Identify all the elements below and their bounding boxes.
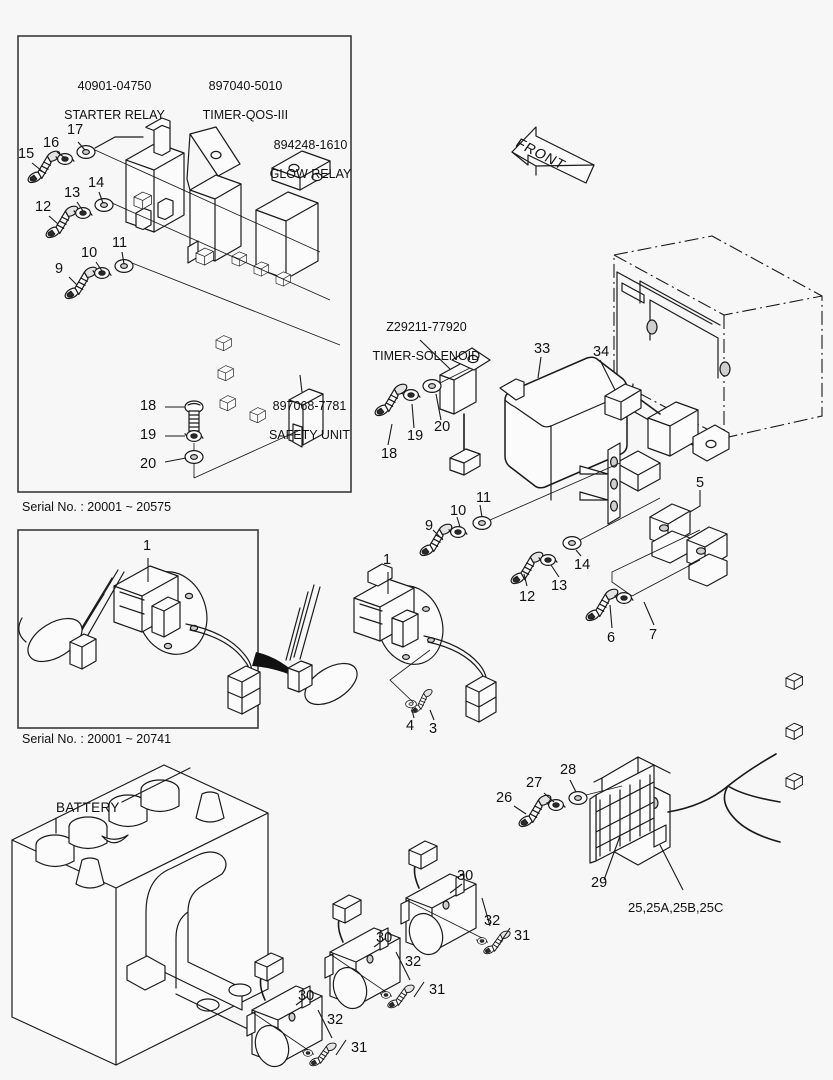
washer-28 <box>568 790 588 806</box>
callout-29: 29 <box>591 875 608 891</box>
callout-14: 14 <box>88 175 105 191</box>
timer-solenoid-name: TIMER-SOLENOID <box>372 349 481 364</box>
callout-13b: 13 <box>551 578 568 594</box>
fuse-box-art <box>589 756 671 866</box>
label-glow-relay: 894248-1610 GLOW RELAY <box>245 123 369 182</box>
callout-19b: 19 <box>407 428 424 444</box>
callout-32a: 32 <box>327 1012 344 1028</box>
serial-note-1: Serial No. : 20001 ~ 20575 <box>22 500 172 514</box>
callout-9: 9 <box>55 261 64 277</box>
callout-11b: 11 <box>476 490 492 506</box>
switch-assembly-3 <box>400 840 515 956</box>
callout-18b: 18 <box>381 446 398 462</box>
callout-31b: 31 <box>429 982 446 998</box>
washer-4 <box>405 699 417 709</box>
callout-27: 27 <box>526 775 543 791</box>
callout-10b: 10 <box>450 503 467 519</box>
washer-14b <box>562 535 582 551</box>
control-unit-art <box>499 356 730 525</box>
callout-32c: 32 <box>484 913 501 929</box>
timer-qos-name: TIMER-QOS-III <box>202 108 289 123</box>
callout-18a: 18 <box>140 398 157 414</box>
callout-4: 4 <box>406 718 415 734</box>
label-fuse-group: 25,25A,25B,25C <box>628 900 724 915</box>
washer-14 <box>94 198 114 212</box>
callout-13: 13 <box>64 185 81 201</box>
callout-14b: 14 <box>574 557 591 573</box>
callout-12b: 12 <box>519 589 536 605</box>
screw-18 <box>184 400 204 434</box>
callout-19a: 19 <box>140 427 157 443</box>
callout-33: 33 <box>534 341 551 357</box>
timer-solenoid-art <box>439 347 491 476</box>
callout-30a: 30 <box>298 988 315 1004</box>
label-timer-solenoid: Z29211-77920 TIMER-SOLENOID <box>359 305 487 364</box>
washer-17 <box>76 145 96 159</box>
washer-20b <box>422 379 442 393</box>
callout-1a: 1 <box>143 538 152 554</box>
safety-unit-name: SAFETY UNIT <box>268 428 350 443</box>
washer-11b <box>472 515 492 531</box>
starter-relay-art <box>125 117 185 233</box>
washer-20 <box>184 450 204 464</box>
grommet-upper <box>649 503 691 564</box>
callout-3: 3 <box>429 721 438 737</box>
callout-20b: 20 <box>434 419 451 435</box>
glow-relay-name: GLOW RELAY <box>269 167 352 182</box>
callout-9b: 9 <box>425 518 434 534</box>
callout-7: 7 <box>649 627 658 643</box>
callout-6: 6 <box>607 630 616 646</box>
callout-32b: 32 <box>405 954 422 970</box>
switch-assembly-1 <box>246 952 347 1068</box>
callout-11: 11 <box>112 235 128 251</box>
label-timer-qos: 897040-5010 TIMER-QOS-III <box>180 64 304 123</box>
mount-panel-phantom <box>613 235 823 457</box>
glow-relay-number: 894248-1610 <box>273 137 348 152</box>
label-starter-relay: 40901-04750 STARTER RELAY <box>48 64 174 123</box>
starter-relay-name: STARTER RELAY <box>64 108 165 123</box>
callout-34: 34 <box>593 344 610 360</box>
safety-unit-number: 897068-7781 <box>272 398 347 413</box>
bolt-9b <box>413 521 459 559</box>
callout-16: 16 <box>43 135 60 151</box>
callout-10: 10 <box>81 245 98 261</box>
callout-5: 5 <box>696 475 705 491</box>
grommet-lower <box>686 526 728 587</box>
glow-relay-art <box>255 150 331 280</box>
timer-solenoid-number: Z29211-77920 <box>386 319 467 334</box>
callout-31a: 31 <box>351 1040 368 1056</box>
bolt-6 <box>579 586 625 624</box>
bolt-12b <box>504 549 550 587</box>
callout-20a: 20 <box>140 456 157 472</box>
callout-30c: 30 <box>457 868 474 884</box>
callout-31c: 31 <box>514 928 531 944</box>
harness-art <box>667 672 803 843</box>
callout-1b: 1 <box>383 552 392 568</box>
starter-relay-number: 40901-04750 <box>77 78 152 93</box>
fuel-sender-art-1 <box>18 565 261 715</box>
lockwasher-19 <box>184 430 204 442</box>
battery-bracket-art <box>126 851 255 1033</box>
label-battery: BATTERY <box>56 800 120 815</box>
label-safety-unit: 897068-7781 SAFETY UNIT <box>246 384 366 443</box>
callout-17: 17 <box>67 122 84 138</box>
callout-12: 12 <box>35 199 52 215</box>
fuel-sender-art-2 <box>285 563 497 723</box>
switch-assembly-2 <box>324 894 425 1010</box>
callout-26: 26 <box>496 790 513 806</box>
front-arrow-art <box>511 126 595 184</box>
callout-28: 28 <box>560 762 577 778</box>
callout-30b: 30 <box>376 930 393 946</box>
timer-qos-art <box>186 126 242 264</box>
serial-note-2: Serial No. : 20001 ~ 20741 <box>22 732 172 746</box>
callout-15: 15 <box>18 146 35 162</box>
timer-qos-number: 897040-5010 <box>208 78 283 93</box>
